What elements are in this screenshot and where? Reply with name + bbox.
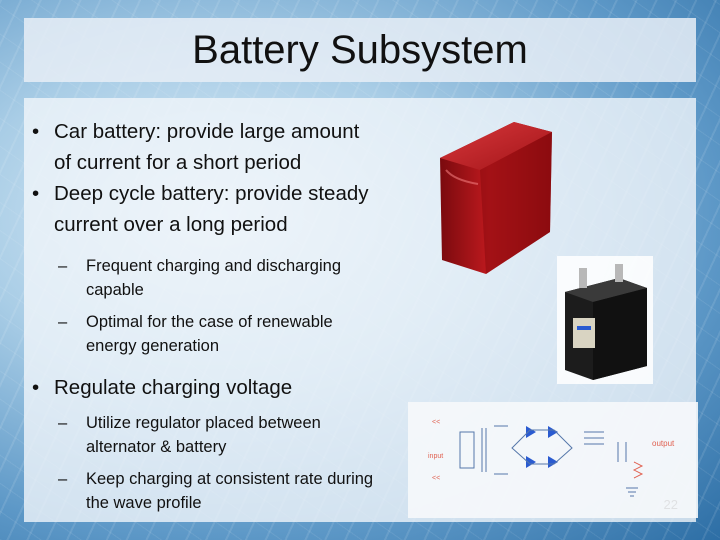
sub-bullet-frequent-charging: – Frequent charging and discharging capa…: [24, 254, 444, 302]
car-battery-image: [440, 122, 552, 274]
svg-text:<<: <<: [432, 475, 440, 482]
sub-bullet-dash: –: [58, 414, 68, 432]
bullet-deep-cycle: • Deep cycle battery: provide steady cur…: [24, 178, 444, 240]
bullet-dot: •: [32, 182, 40, 205]
sub-bullet-dash: –: [58, 257, 68, 275]
circuit-input-label: input: [428, 453, 443, 460]
bullet-car-battery: • Car battery: provide large amount of c…: [24, 116, 444, 178]
sub-bullet-dash: –: [58, 313, 68, 331]
sub-bullet-line: Frequent charging and discharging: [86, 257, 342, 275]
slide-title: Battery Subsystem: [192, 27, 528, 72]
sub-bullet-line: Utilize regulator placed between: [86, 414, 321, 432]
sub-bullet-line: alternator & battery: [86, 438, 227, 456]
bullet-line: of current for a short period: [54, 151, 302, 174]
sub-bullet-dash: –: [58, 470, 68, 488]
bullet-line: Car battery: provide large amount: [54, 120, 360, 143]
deep-cycle-battery-image: [557, 256, 653, 384]
sub-bullet-line: Optimal for the case of renewable: [86, 313, 333, 331]
bullet-line: Regulate charging voltage: [54, 376, 293, 399]
bullet-regulate-voltage: • Regulate charging voltage: [24, 372, 444, 403]
sub-bullet-line: the wave profile: [86, 494, 202, 512]
bullet-dot: •: [32, 120, 40, 143]
sub-bullet-consistent-rate: – Keep charging at consistent rate durin…: [24, 467, 444, 515]
sub-bullet-renewable: – Optimal for the case of renewable ener…: [24, 310, 444, 358]
sub-bullet-line: energy generation: [86, 337, 220, 355]
bullet-list: • Car battery: provide large amount of c…: [24, 116, 444, 515]
title-box: Battery Subsystem: [24, 18, 696, 82]
bullet-line: Deep cycle battery: provide steady: [54, 182, 369, 205]
circuit-output-label: output: [652, 439, 675, 448]
sub-bullet-regulator: – Utilize regulator placed between alter…: [24, 411, 444, 459]
bullet-line: current over a long period: [54, 213, 288, 236]
sub-bullet-line: capable: [86, 281, 144, 299]
regulator-circuit-diagram: << input << output: [408, 402, 698, 518]
svg-text:<<: <<: [432, 419, 440, 426]
sub-bullet-line: Keep charging at consistent rate during: [86, 470, 374, 488]
bullet-dot: •: [32, 376, 40, 399]
